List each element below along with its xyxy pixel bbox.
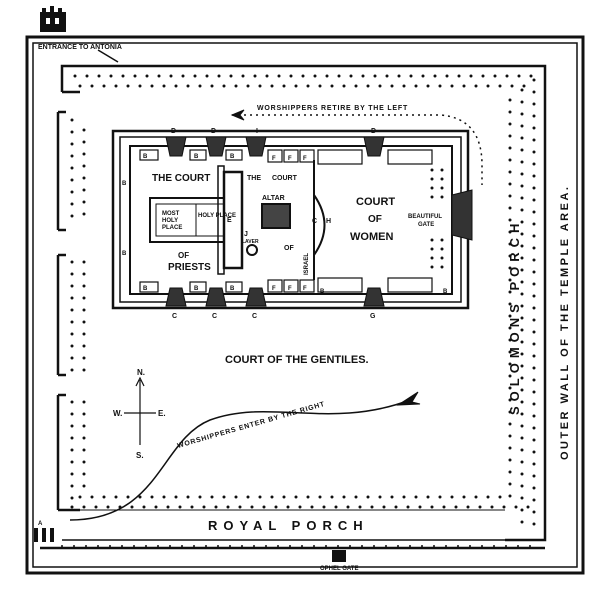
marker-b-2: B: [194, 154, 199, 160]
marker-b-8: B: [230, 286, 235, 292]
colonnade-columns: [61, 74, 543, 547]
marker-c-1: C: [172, 313, 177, 320]
retire-route: [230, 109, 483, 185]
compass-west-label: W.: [113, 409, 122, 418]
colonnade-walls: [40, 64, 547, 550]
most-holy-label-3: PLACE: [162, 225, 182, 231]
court-women-label-2: OF: [368, 214, 382, 225]
antonia-tower: [40, 6, 66, 32]
retire-label: WORSHIPPERS RETIRE BY THE LEFT: [257, 105, 408, 112]
marker-e: E: [227, 217, 232, 224]
ophel-gate-label: OPHEL GATE: [320, 566, 358, 572]
outer-wall-label: OUTER WALL OF THE TEMPLE AREA.: [559, 185, 571, 460]
solomons-porch-label: SOLOMONS PORCH: [507, 219, 522, 415]
compass-rose: [124, 376, 156, 445]
marker-d-3: D: [371, 128, 376, 135]
marker-f-3: F: [303, 156, 307, 162]
marker-h: H: [326, 218, 331, 225]
enter-route: [69, 391, 421, 521]
marker-f-4: F: [272, 286, 276, 292]
gate-buttresses: [165, 136, 473, 307]
marker-j: J: [244, 231, 248, 238]
beautiful-gate-label-1: BEAUTIFUL: [408, 214, 442, 220]
the-label: THE: [247, 175, 261, 182]
of-small-label: OF: [284, 245, 294, 252]
marker-g: G: [370, 313, 376, 320]
marker-c-3: C: [252, 313, 257, 320]
holy-place-label: HOLY PLACE: [198, 213, 236, 219]
altar: [261, 203, 291, 229]
marker-f-2: F: [288, 156, 292, 162]
marker-i: I: [256, 128, 258, 135]
laver: [246, 244, 258, 256]
court-gentiles-label: COURT OF THE GENTILES.: [225, 354, 369, 366]
marker-b-9: B: [320, 289, 325, 295]
israel-label: ISRAEL: [304, 253, 310, 275]
marker-d-2: D: [211, 128, 216, 135]
royal-porch-label: ROYAL PORCH: [208, 518, 369, 533]
altar-label: ALTAR: [262, 195, 285, 202]
marker-b-4: B: [122, 181, 127, 187]
court-of-israel-wall: [313, 160, 326, 280]
marker-c-2: C: [212, 313, 217, 320]
compass-east-label: E.: [158, 409, 166, 418]
court-small-label: COURT: [272, 175, 298, 182]
beautiful-gate-label-2: GATE: [418, 222, 434, 228]
marker-b-1: B: [143, 154, 148, 160]
most-holy-label-1: MOST: [162, 211, 180, 217]
marker-b-10: B: [443, 289, 448, 295]
most-holy-label-2: HOLY: [162, 218, 178, 224]
marker-b-6: B: [143, 286, 148, 292]
marker-a: A: [38, 521, 43, 527]
court-women-label-1: COURT: [356, 196, 395, 208]
marker-b-5: B: [122, 251, 127, 257]
marker-d-1: D: [171, 128, 176, 135]
beautiful-gate-columns: [430, 168, 444, 272]
priests-label: PRIESTS: [168, 262, 211, 273]
marker-c-4: C: [312, 218, 317, 225]
outer-wall: [25, 35, 585, 575]
marker-b-3: B: [230, 154, 235, 160]
marker-f-1: F: [272, 156, 276, 162]
laver-label: LAVER: [242, 239, 259, 245]
marker-f-5: F: [288, 286, 292, 292]
sanctuary: [149, 165, 244, 275]
compass-south-label: S.: [136, 451, 144, 460]
ophel-gate-structure: [332, 550, 346, 562]
entrance-label: ENTRANCE TO ANTONIA: [38, 44, 122, 51]
of-label: OF: [178, 251, 189, 260]
marker-f-6: F: [303, 286, 307, 292]
entrance-a-structure: [34, 528, 54, 542]
marker-b-7: B: [194, 286, 199, 292]
antonia-pointer: [97, 49, 119, 63]
court-women-label-3: WOMEN: [350, 231, 393, 243]
compass-north-label: N.: [137, 368, 145, 377]
chambers: [139, 149, 433, 293]
court-priests-label: THE COURT: [152, 173, 210, 184]
